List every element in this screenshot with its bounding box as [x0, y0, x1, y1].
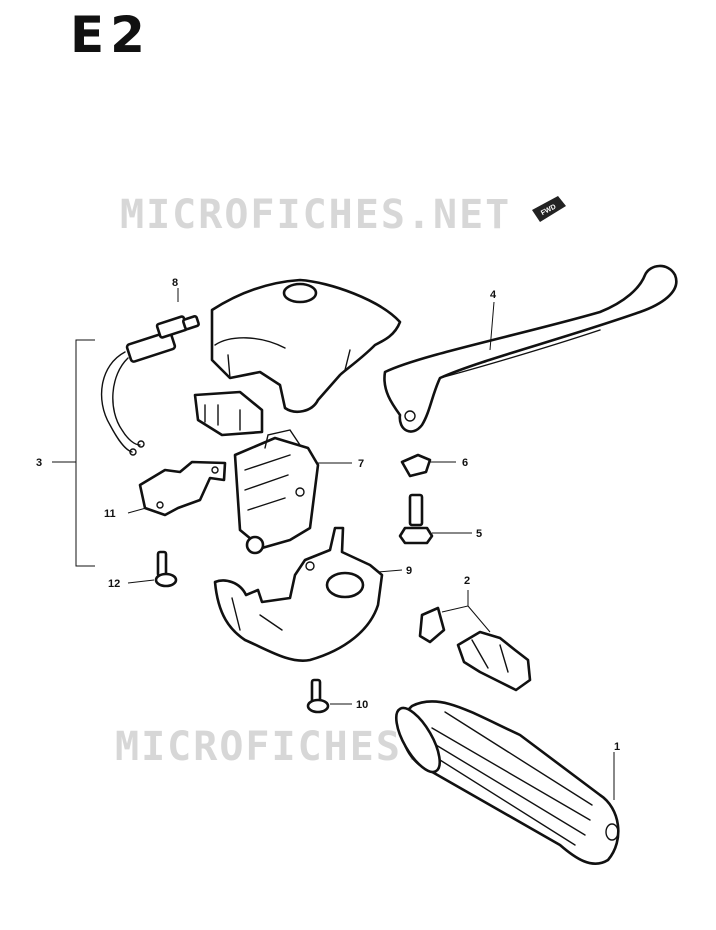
handlebar-grip [394, 700, 620, 865]
section-code: E2 [70, 6, 151, 64]
leader-lines [52, 288, 615, 800]
callout-12: 12 [108, 578, 120, 590]
callout-8: 8 [172, 277, 178, 289]
brake-lever [383, 264, 678, 433]
screw-10 [306, 678, 330, 714]
upper-switch-housing [210, 278, 402, 414]
lower-switch-housing [213, 526, 384, 662]
fwd-arrow-icon: FWD [532, 196, 566, 222]
callout-6: 6 [462, 457, 468, 469]
stop-switch [100, 314, 200, 456]
callout-9: 9 [406, 565, 412, 577]
callout-3: 3 [36, 457, 42, 469]
callout-5: 5 [476, 528, 482, 540]
pivot-bolt [398, 493, 434, 545]
callout-1: 1 [614, 741, 620, 753]
lever-nut [400, 453, 432, 478]
callout-10: 10 [356, 699, 368, 711]
callout-4: 4 [490, 289, 497, 301]
switch-body [233, 429, 320, 555]
watermark-top: MICROFICHES.NET [120, 192, 511, 238]
callout-11: 11 [104, 508, 116, 520]
callout-2: 2 [464, 575, 470, 587]
bracket [138, 460, 227, 517]
switch-connector [193, 390, 264, 437]
connector-set [418, 606, 532, 692]
callout-7: 7 [358, 458, 364, 470]
screw-12 [154, 550, 178, 588]
